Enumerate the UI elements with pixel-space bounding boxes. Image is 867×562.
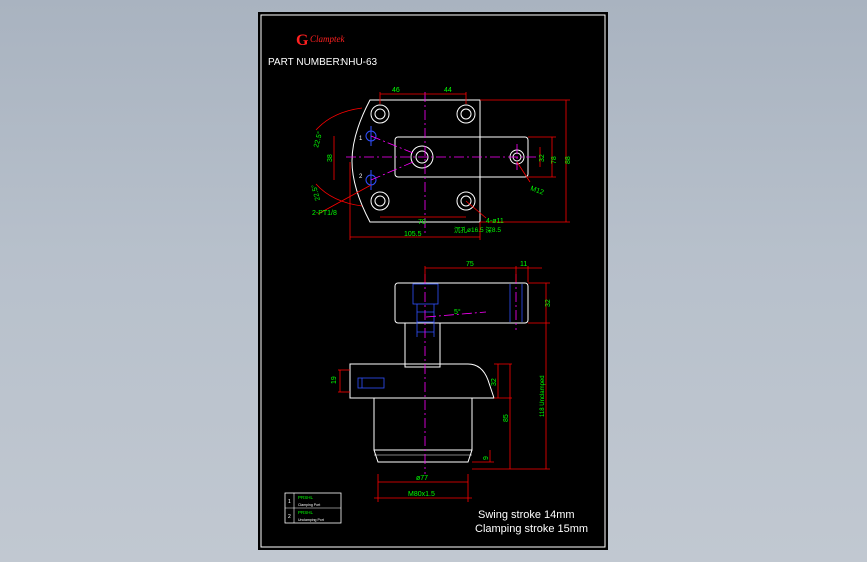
dim-m12: M12 [529, 185, 544, 196]
dim-75: 75 [466, 261, 474, 268]
port-2-number: 2 [359, 174, 363, 180]
mount-hole-tr [456, 104, 476, 124]
legend-row-2-sub: Unclamping Port [298, 518, 324, 522]
dim-9: 9 [483, 456, 490, 460]
dim-side-32: 32 [545, 299, 552, 307]
dim-70: 70 [418, 219, 426, 226]
angle-arc-top [315, 107, 363, 131]
side-flange [349, 363, 495, 399]
dim-side-32b: 32 [491, 378, 498, 386]
mount-hole-br [456, 191, 476, 211]
part-number-value: NHU-63 [341, 57, 378, 68]
mount-hole-bl [370, 191, 390, 211]
brand-logo-word: Clamptek [310, 34, 345, 44]
dim-105: 105.5 [404, 231, 422, 238]
port-1-centerline [370, 135, 414, 154]
dim-85: 85 [503, 414, 510, 422]
legend-row-2-number: 2 [288, 514, 291, 520]
port-note: 2-PT1/8 [312, 210, 337, 217]
legend-row-1-number: 1 [288, 499, 291, 505]
side-angle-line [425, 311, 487, 318]
mount-hole-tr-inner [460, 108, 472, 120]
sheet-border [260, 14, 606, 548]
part-number-label: PART NUMBER: [268, 57, 342, 68]
side-thread [373, 449, 473, 463]
port-legend: 1 PRSHL Clamping Port 2 PRSHL Unclamping… [284, 492, 342, 524]
angle-arc-bottom [315, 183, 363, 207]
holes-note-1: 4-ø11 [486, 218, 504, 225]
port-1-number: 1 [359, 136, 363, 142]
mount-hole-br-inner [460, 195, 472, 207]
top-view-body [351, 99, 481, 223]
holes-note-2: 沉孔ø16.5 深8.5 [454, 225, 501, 234]
legend-row-1-sub: Clamping Port [298, 503, 320, 507]
dim-11: 11 [520, 261, 527, 268]
dim-angle-5: 5° [454, 308, 461, 316]
dim-19: 19 [331, 376, 338, 384]
dim-d77: ø77 [416, 475, 428, 482]
dim-118: 118 Unclamped [540, 375, 546, 417]
top-view: 1 2 [310, 87, 572, 240]
dim-46: 46 [392, 87, 400, 94]
dim-angle-bottom: 22.5° [310, 183, 322, 201]
cad-drawing: G Clamptek PART NUMBER: NHU-63 [260, 14, 606, 548]
leader-port [317, 184, 372, 215]
note-swing-stroke: Swing stroke 14mm [478, 509, 575, 521]
mount-hole-tl-inner [374, 108, 386, 120]
dim-32: 32 [539, 154, 546, 162]
drawing-sheet: G Clamptek PART NUMBER: NHU-63 [258, 12, 608, 550]
dim-88: 88 [565, 156, 572, 164]
dim-78: 78 [551, 156, 558, 164]
dim-38: 38 [327, 154, 334, 162]
mount-hole-bl-inner [374, 195, 386, 207]
note-clamping-stroke: Clamping stroke 15mm [475, 523, 588, 535]
legend-row-2-title: PRSHL [298, 510, 314, 515]
dim-44: 44 [444, 87, 452, 94]
legend-row-1-title: PRSHL [298, 495, 314, 500]
side-view: 75 11 32 5° 19 32 85 118 Unclamped 9 ø77… [331, 261, 552, 502]
hidden-bolt-head [412, 283, 439, 305]
dim-thread: M80x1.5 [408, 491, 435, 498]
side-stem [404, 322, 441, 368]
brand-logo-letter: G [296, 32, 309, 49]
side-arm [394, 282, 529, 324]
side-body [373, 397, 473, 451]
dim-angle-top: 22.5° [312, 130, 324, 148]
port-2-centerline [370, 161, 414, 181]
leader-holes [465, 200, 487, 219]
leader-m12 [516, 161, 531, 183]
hidden-port [357, 377, 385, 389]
mount-hole-tl [370, 104, 390, 124]
